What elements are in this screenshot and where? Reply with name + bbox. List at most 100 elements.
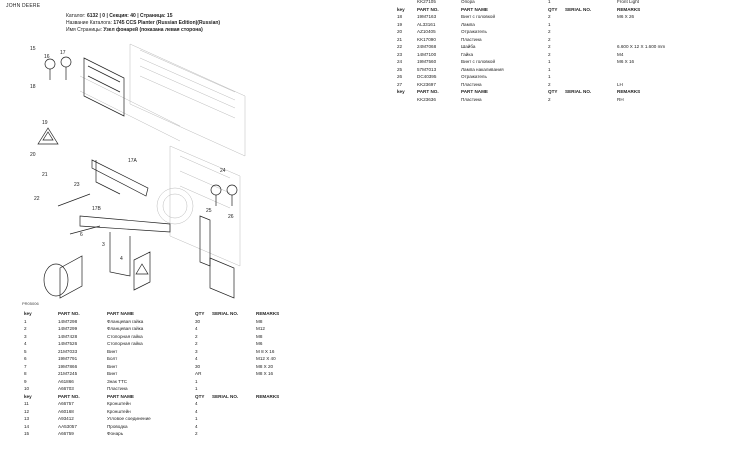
- table-cell: 2: [548, 44, 551, 49]
- table-cell: [212, 385, 256, 393]
- table-cell: 2: [24, 326, 27, 331]
- table-cell: 1: [195, 386, 198, 391]
- table-cell: 21: [397, 36, 403, 42]
- table-cell: Проводка: [107, 423, 128, 429]
- reflector-bracket-icon: [83, 57, 125, 117]
- table-cell: 19: [397, 21, 403, 27]
- column-header: REMARKS: [256, 311, 280, 316]
- callout-label: 17: [60, 50, 66, 56]
- table-cell: [212, 378, 256, 386]
- table-cell: M4: [617, 51, 624, 57]
- catalog-value: 6132 | 0 | Секция: 40 | Страница: 15: [86, 13, 173, 19]
- table-cell: 23: [397, 51, 403, 57]
- table-cell: 26: [397, 74, 403, 79]
- table-cell: Лампа: [461, 21, 475, 27]
- table-cell: LH: [617, 81, 623, 87]
- table-cell: [212, 363, 256, 371]
- table-cell: [212, 415, 256, 423]
- table-cell: [256, 378, 316, 386]
- table-cell: 1: [24, 318, 27, 324]
- table-cell: M6: [256, 341, 263, 346]
- column-header: key: [397, 6, 405, 12]
- callout-label: 17A: [128, 158, 138, 164]
- callout-label: 24: [220, 168, 226, 174]
- planter-frame-drawing: [79, 43, 246, 267]
- column-header: key: [397, 89, 405, 94]
- column-header: key: [24, 393, 32, 399]
- table-cell: [212, 430, 256, 438]
- table-cell: [565, 43, 617, 51]
- table-cell: M8 X 20: [256, 363, 274, 369]
- table-cell: [256, 408, 316, 416]
- table-cell: 25: [397, 66, 403, 72]
- table-cell: M6 X 26: [617, 14, 635, 19]
- table-cell: Пластина: [461, 81, 482, 87]
- table-cell: Отражатель: [461, 29, 487, 34]
- catalog-line: Каталог: 6132 | 0 | Секция: 40 | Страниц…: [66, 13, 173, 19]
- callout-label: 26: [228, 214, 234, 220]
- table-cell: 6: [24, 356, 27, 361]
- table-cell: Фланцевая гайка: [107, 326, 144, 331]
- table-cell: 3: [195, 348, 198, 354]
- table-cell: 20: [397, 29, 403, 34]
- table-cell: 2: [548, 96, 551, 102]
- table-cell: 1: [548, 74, 551, 79]
- table-cell: 2: [195, 333, 198, 339]
- table-cell: 14: [24, 423, 30, 429]
- callout-label: 25: [206, 208, 212, 214]
- table-cell: [617, 66, 687, 74]
- table-cell: Винт: [107, 363, 118, 369]
- table-cell: 2: [195, 431, 198, 436]
- column-header: SERIAL NO.: [565, 6, 592, 12]
- table-cell: [212, 408, 256, 416]
- table-cell: [397, 96, 417, 104]
- table-cell: [256, 415, 316, 423]
- table-cell: 1: [548, 66, 551, 72]
- lamp-icon: [210, 184, 222, 206]
- table-cell: Опора: [461, 0, 475, 4]
- table-cell: AA53057: [58, 423, 77, 429]
- reflector-bracket-icon: [79, 215, 211, 277]
- table-cell: 4: [195, 408, 198, 414]
- table-cell: Пластина: [461, 36, 482, 42]
- table-cell: [212, 325, 256, 333]
- table-cell: Front Light: [617, 0, 639, 4]
- table-cell: M8: [256, 318, 263, 324]
- table-cell: Винт: [107, 348, 118, 354]
- table-cell: 4: [24, 341, 27, 346]
- table-cell: AR: [195, 371, 202, 376]
- table-cell: 24M7068: [417, 44, 437, 49]
- table-cell: 9: [24, 378, 27, 384]
- table-cell: Винт с головкой: [461, 59, 496, 64]
- table-cell: [212, 355, 256, 363]
- callout-label: 22: [34, 196, 40, 202]
- table-cell: M8: [256, 333, 263, 339]
- table-cell: 19M7791: [58, 356, 78, 361]
- lamp-icon: [226, 184, 238, 206]
- table-cell: 19M7163: [417, 14, 437, 19]
- table-cell: AL33161: [417, 21, 436, 27]
- callout-label: 21: [42, 172, 48, 178]
- table-cell: 11: [24, 401, 29, 406]
- smv-sign-icon: [59, 251, 235, 299]
- table-cell: 21M7245: [58, 371, 78, 376]
- table-cell: M 8 X 16: [256, 348, 275, 354]
- table-cell: Знак ТТС: [107, 378, 128, 384]
- table-cell: M12 X 40: [256, 356, 276, 361]
- column-header: QTY: [195, 393, 205, 399]
- callout-label: 3: [102, 242, 105, 248]
- table-cell: 2: [195, 341, 198, 346]
- column-header: PART NO.: [58, 393, 80, 399]
